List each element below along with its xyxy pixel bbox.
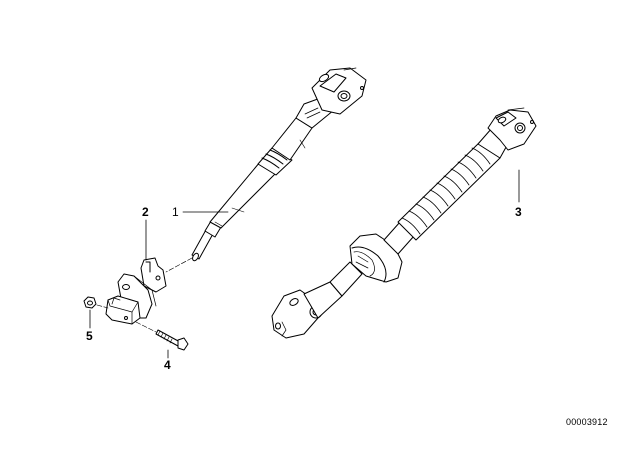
callout-3: 3 [515,205,522,219]
assembly-lines [96,257,193,333]
callout-5: 5 [86,329,93,343]
callout-1: 1 [172,205,179,219]
part-3-lower-spindle [271,107,537,339]
part-5-nut [83,296,97,309]
part-2-coupling [105,257,167,325]
part-4-bolt [155,329,189,351]
leader-lines [89,169,520,359]
part-1-upper-shaft [191,67,367,262]
document-number: 00003912 [566,417,608,427]
callout-2: 2 [142,205,149,219]
callout-4: 4 [164,358,171,372]
